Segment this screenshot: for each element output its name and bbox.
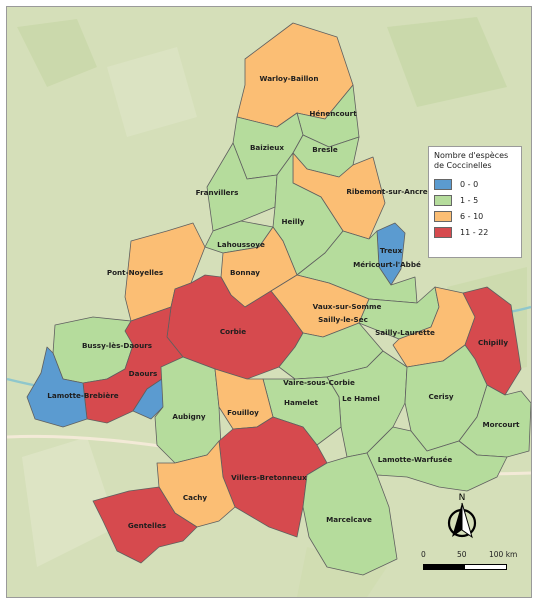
legend-label: 6 - 10 xyxy=(460,211,484,221)
label-pont-noyelles: Pont-Noyelles xyxy=(107,268,163,277)
label-sailly-le-sec: Sailly-le-Sec xyxy=(318,315,368,324)
legend-label: 0 - 0 xyxy=(460,179,479,189)
north-arrow-icon: N xyxy=(447,493,477,539)
scale-segment-white xyxy=(465,565,506,569)
map-canvas[interactable]: Warloy-Baillon Hénencourt Baizieux Bresl… xyxy=(7,7,531,597)
field-patch xyxy=(17,19,97,87)
label-cachy: Cachy xyxy=(183,493,208,502)
labels-layer: Warloy-Baillon Hénencourt Baizieux Bresl… xyxy=(47,74,520,530)
label-chipilly: Chipilly xyxy=(478,338,508,347)
label-aubigny: Aubigny xyxy=(172,412,206,421)
commune-mericourt-l-abbe[interactable] xyxy=(296,230,418,304)
label-baizieux: Baizieux xyxy=(250,143,284,152)
label-hamelet: Hamelet xyxy=(284,398,319,407)
north-arrow-label: N xyxy=(459,493,466,503)
label-villers-bretonneux: Villers-Bretonneux xyxy=(231,473,307,482)
label-marcelcave: Marcelcave xyxy=(326,515,372,524)
label-bresle: Bresle xyxy=(312,145,338,154)
label-mericourt-l-abbe: Méricourt-l'Abbé xyxy=(353,260,421,269)
label-le-hamel: Le Hamel xyxy=(342,394,380,403)
label-cerisy: Cerisy xyxy=(428,392,453,401)
scale-bar: 0 50 100 km xyxy=(421,550,521,578)
legend-label: 11 - 22 xyxy=(460,227,489,237)
label-corbie: Corbie xyxy=(220,327,246,336)
legend-swatch xyxy=(434,194,452,206)
map-legend: Nombre d'espèces de Coccinelles 0 - 0 1 … xyxy=(428,146,522,258)
field-patch xyxy=(387,17,507,107)
label-lamotte-brebiere: Lamotte-Brebière xyxy=(47,391,119,400)
field-patch xyxy=(107,47,197,137)
label-morcourt: Morcourt xyxy=(483,420,520,429)
legend-swatch xyxy=(434,226,452,238)
label-sailly-laurette: Sailly-Laurette xyxy=(375,328,435,337)
scale-segment-black xyxy=(424,565,465,569)
label-warloy-baillon: Warloy-Baillon xyxy=(260,74,319,83)
legend-item: 6 - 10 xyxy=(434,208,516,224)
commune-gentelles[interactable] xyxy=(92,486,198,564)
label-franvillers: Franvillers xyxy=(196,188,239,197)
scale-label-0: 0 xyxy=(421,550,426,559)
label-daours: Daours xyxy=(129,369,158,378)
legend-item: 11 - 22 xyxy=(434,224,516,240)
label-treux: Treux xyxy=(380,246,403,255)
commune-marcelcave[interactable] xyxy=(302,452,398,576)
legend-title: Nombre d'espèces de Coccinelles xyxy=(434,151,509,170)
north-arrow-right-half xyxy=(461,502,473,539)
communes-layer xyxy=(26,22,531,576)
field-patch xyxy=(22,437,117,567)
commune-lamotte-brebiere[interactable] xyxy=(26,346,88,428)
legend-swatch xyxy=(434,178,452,190)
scale-bar-labels: 0 50 100 km xyxy=(421,550,521,560)
legend-swatch xyxy=(434,210,452,222)
label-vaire-sous-corbie: Vaire-sous-Corbie xyxy=(283,378,355,387)
north-arrow-left-half xyxy=(452,503,462,537)
commune-aubigny[interactable] xyxy=(154,356,222,464)
commune-franvillers[interactable] xyxy=(206,142,278,232)
map-frame[interactable]: Warloy-Baillon Hénencourt Baizieux Bresl… xyxy=(6,6,532,598)
scale-label-100: 100 km xyxy=(489,550,518,559)
label-vaux-sur-somme: Vaux-sur-Somme xyxy=(313,302,382,311)
commune-lamotte-warfusee[interactable] xyxy=(366,426,508,492)
legend-label: 1 - 5 xyxy=(460,195,479,205)
legend-item: 1 - 5 xyxy=(434,192,516,208)
label-fouilloy: Fouilloy xyxy=(227,408,259,417)
legend-item: 0 - 0 xyxy=(434,176,516,192)
label-ribemont-sur-ancre: Ribemont-sur-Ancre xyxy=(346,187,427,196)
field-patch xyxy=(297,547,387,597)
commune-morcourt[interactable] xyxy=(458,384,531,458)
label-heilly: Heilly xyxy=(282,217,305,226)
label-henencourt: Hénencourt xyxy=(309,109,357,118)
label-bonnay: Bonnay xyxy=(230,268,260,277)
label-bussy-les-daours: Bussy-lès-Daours xyxy=(82,341,152,350)
label-gentelles: Gentelles xyxy=(128,521,166,530)
label-lahoussoye: Lahoussoye xyxy=(217,240,265,249)
scale-bar-graphic xyxy=(423,564,507,570)
scale-label-50: 50 xyxy=(457,550,467,559)
label-lamotte-warfusee: Lamotte-Warfusée xyxy=(378,455,453,464)
